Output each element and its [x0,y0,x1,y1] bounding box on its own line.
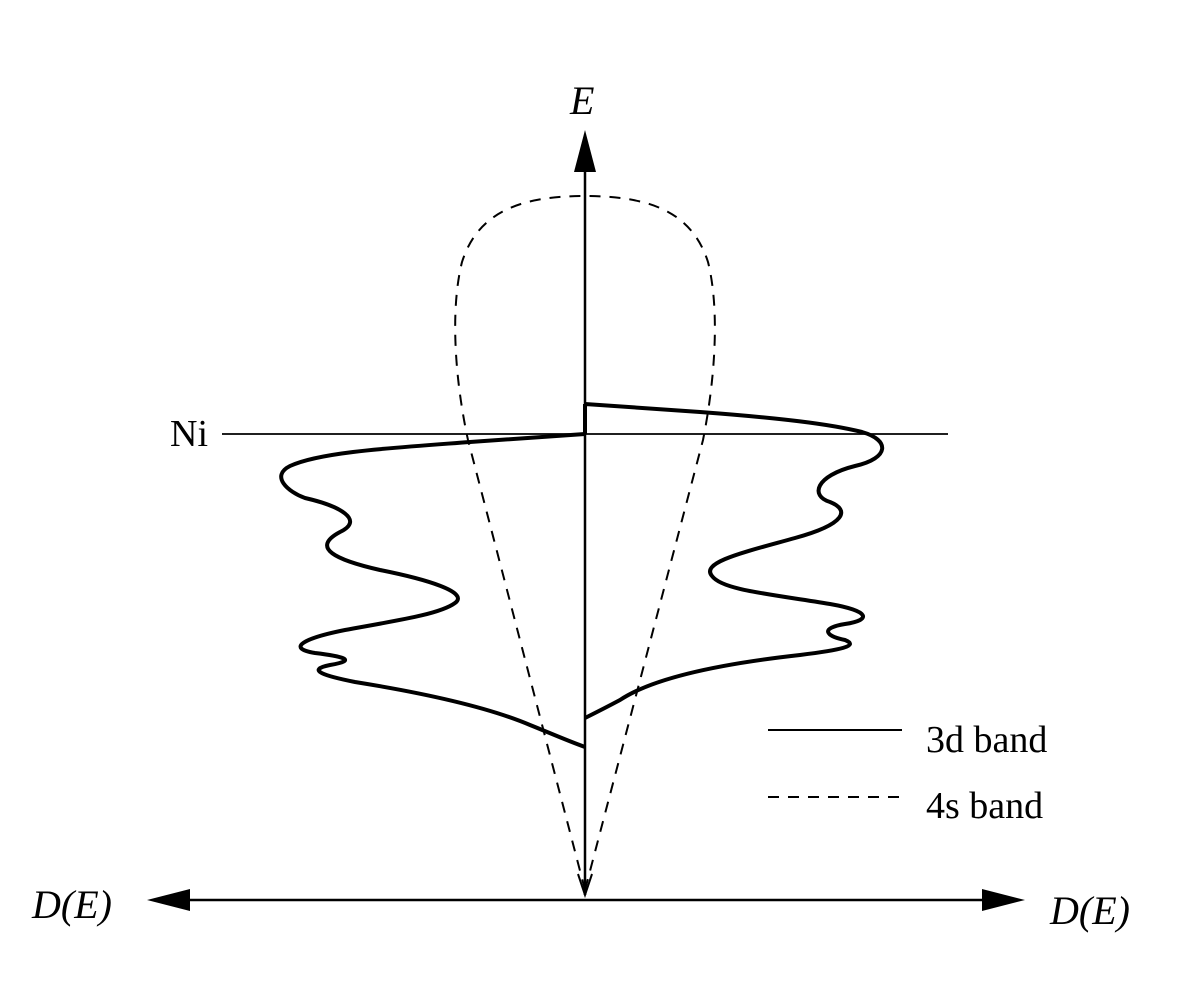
dos-axis-right-label: D(E) [1049,888,1130,933]
energy-axis-arrowhead [574,130,596,172]
legend-4s-band-label: 4s band [926,785,1043,827]
energy-axis-bottom-arrowhead [577,873,593,899]
energy-axis-label: E [569,78,594,123]
dos-axis-left-label: D(E) [31,882,112,927]
dos-axis-right-arrowhead [982,889,1025,911]
legend-3d-band-label: 3d band [926,719,1047,761]
dos-axis-left-arrowhead [147,889,190,911]
4s-band-curve [454,194,716,891]
fermi-level-label: Ni [170,413,208,455]
legend: 3d band 4s band [768,719,1047,827]
3d-band-curve-right [583,402,885,720]
3d-band-curve-left [279,432,586,749]
